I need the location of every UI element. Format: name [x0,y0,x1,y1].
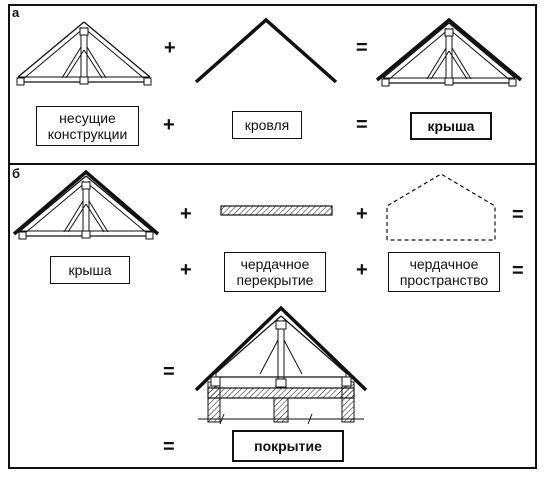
panel-a-letter: а [12,5,20,20]
roofing-drawing [194,17,338,84]
label-bearing-structures: несущие конструкции [36,106,139,146]
equals-sign: = [356,114,368,136]
equals-sign: = [163,436,175,458]
equals-sign: = [356,37,368,59]
diagram-frame [8,4,537,469]
equals-sign: = [163,361,175,383]
label-attic-space: чердачное пространство [388,252,500,292]
panel-b-letter: б [12,166,21,181]
label-covering: покрытие [232,430,344,462]
plus-sign: + [164,37,176,59]
label-roof: крыша [50,256,130,284]
attic-floor-drawing [220,205,333,216]
label-roof: крыша [410,112,492,140]
equals-sign: = [512,260,524,282]
plus-sign: + [356,203,368,225]
plus-sign: + [180,259,192,281]
bearing-structure-drawing [16,21,152,86]
label-attic-floor: чердачное перекрытие [224,252,326,292]
plus-sign: + [356,259,368,281]
panel-divider [8,163,537,165]
roof-drawing [12,169,160,240]
equals-sign: = [512,204,524,226]
label-roofing: кровля [232,111,302,139]
plus-sign: + [180,203,192,225]
covering-drawing [194,305,368,425]
plus-sign: + [163,114,175,136]
attic-space-drawing [386,173,496,241]
roof-drawing [375,17,523,87]
